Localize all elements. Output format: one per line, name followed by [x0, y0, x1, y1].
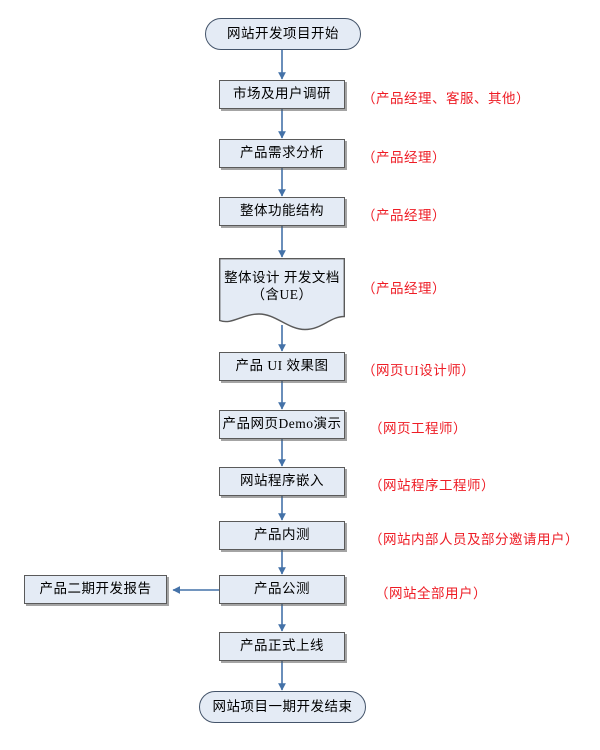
ann-structure: （产品经理） — [362, 208, 446, 223]
node-demand[interactable]: 产品需求分析 — [219, 139, 345, 168]
node-label-beta: 产品公测 — [254, 581, 310, 597]
node-research[interactable]: 市场及用户调研 — [219, 80, 345, 109]
node-web-demo[interactable]: 产品网页Demo演示 — [219, 410, 345, 439]
node-label-end: 网站项目一期开发结束 — [212, 698, 353, 714]
node-label-demand: 产品需求分析 — [240, 145, 324, 161]
node-label-ui-mockup: 产品 UI 效果图 — [235, 358, 329, 374]
ann-alpha: （网站内部人员及部分邀请用户） — [369, 532, 579, 547]
ann-designdoc: （产品经理） — [362, 281, 446, 296]
node-end[interactable]: 网站项目一期开发结束 — [199, 691, 366, 723]
ann-embed: （网站程序工程师） — [369, 478, 495, 493]
ann-beta: （网站全部用户） — [375, 586, 487, 601]
ann-demo: （网页工程师） — [369, 421, 467, 436]
ann-ui: （网页UI设计师） — [362, 363, 476, 378]
node-structure[interactable]: 整体功能结构 — [219, 197, 345, 226]
node-start[interactable]: 网站开发项目开始 — [205, 18, 361, 50]
node-design-doc[interactable]: 整体设计 开发文档 （含UE） — [219, 258, 345, 330]
node-label-phase2: 产品二期开发报告 — [39, 581, 152, 597]
node-alpha[interactable]: 产品内测 — [219, 521, 345, 550]
node-ui-mockup[interactable]: 产品 UI 效果图 — [219, 352, 345, 381]
node-label-launch: 产品正式上线 — [240, 638, 324, 654]
node-label-web-demo: 产品网页Demo演示 — [222, 416, 342, 432]
node-label-design-doc: 整体设计 开发文档 （含UE） — [224, 270, 340, 302]
node-beta[interactable]: 产品公测 — [219, 575, 345, 604]
node-embed[interactable]: 网站程序嵌入 — [219, 467, 345, 496]
node-label-research: 市场及用户调研 — [233, 86, 331, 102]
node-label-start: 网站开发项目开始 — [227, 25, 339, 41]
node-label-alpha: 产品内测 — [254, 527, 310, 543]
ann-demand: （产品经理） — [362, 150, 446, 165]
ann-research: （产品经理、客服、其他） — [362, 91, 530, 106]
node-launch[interactable]: 产品正式上线 — [219, 632, 345, 661]
node-label-embed: 网站程序嵌入 — [240, 473, 324, 489]
node-label-structure: 整体功能结构 — [240, 203, 324, 219]
document-shape-design-doc — [219, 258, 345, 331]
node-phase2[interactable]: 产品二期开发报告 — [24, 575, 167, 604]
